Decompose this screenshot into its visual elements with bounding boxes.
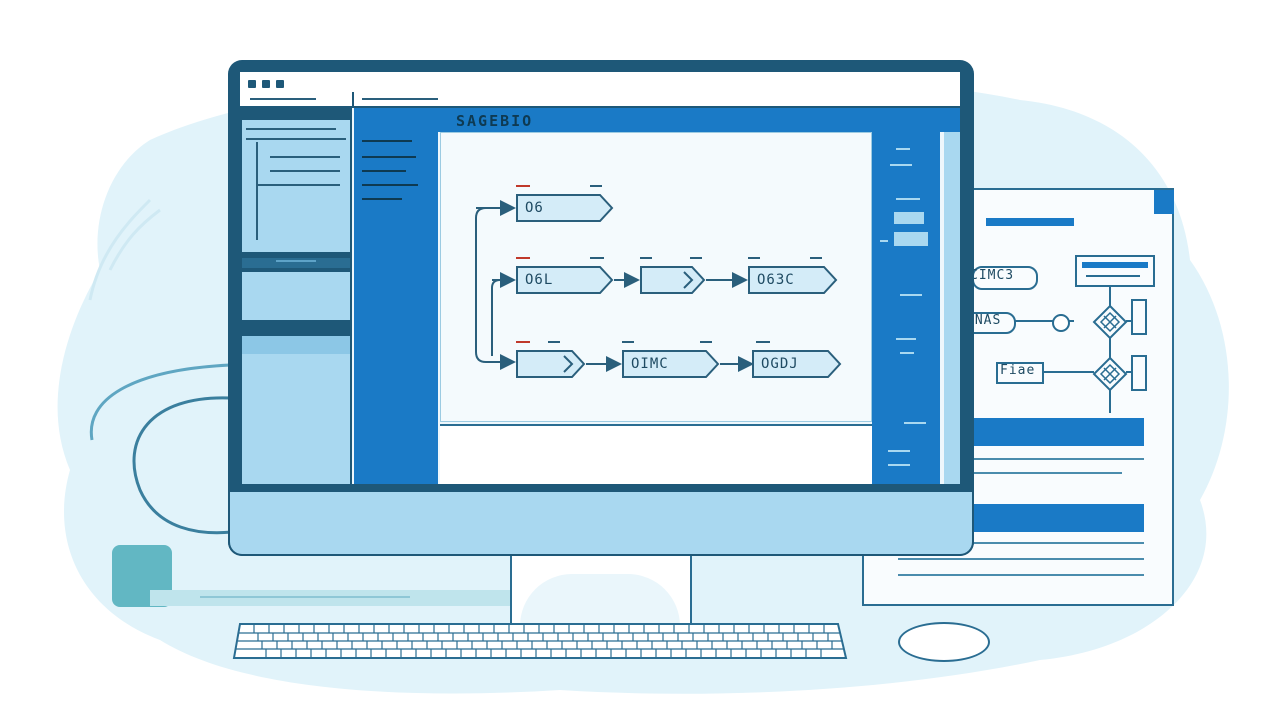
file-tree-middle (242, 272, 350, 320)
title-bar (240, 72, 960, 108)
app-title: SAGEBIO (456, 112, 534, 130)
tree-line (270, 184, 340, 186)
document-text-line (898, 558, 1144, 560)
inspector-line (900, 352, 914, 354)
inspector-line (904, 422, 926, 424)
inspector-line (888, 464, 910, 466)
canvas-bottom-panel (440, 424, 872, 484)
monitor-stand-base (520, 574, 680, 626)
inspector-block (894, 232, 928, 246)
document-footer-band-1 (972, 418, 1144, 446)
document-text-line (972, 458, 1144, 460)
document-node (996, 362, 1044, 384)
document-text-line (972, 542, 1144, 544)
inspector-line (900, 294, 922, 296)
file-tree-bottom-header (242, 336, 350, 354)
inspector-block (894, 212, 924, 224)
monitor-chin (228, 492, 974, 556)
properties-line (362, 170, 406, 172)
workflow-node-label: O6 (525, 200, 544, 216)
app-header-title-box (440, 108, 960, 132)
workflow-node[interactable]: O6 (516, 194, 614, 222)
tree-line (276, 260, 316, 262)
tree-line (246, 138, 346, 140)
diamond-icon (1092, 304, 1128, 340)
inspector-line (896, 198, 920, 200)
properties-line (362, 140, 412, 142)
tree-line (270, 156, 340, 158)
tree-connector (256, 142, 258, 240)
inspector-line (890, 164, 912, 166)
document-text-line (972, 472, 1122, 474)
address-line (362, 98, 438, 100)
inspector-pane[interactable] (872, 132, 940, 484)
workflow-node[interactable]: O6L (516, 266, 614, 294)
title-divider (352, 92, 354, 108)
address-line (250, 98, 316, 100)
workflow-node-label: OGDJ (761, 356, 799, 372)
workflow-node[interactable]: O63C (748, 266, 838, 294)
desk-strip (150, 590, 510, 606)
keyboard[interactable] (230, 622, 850, 662)
inspector-line (888, 450, 910, 452)
workflow-node-label: O63C (757, 272, 795, 288)
diamond-icon (1092, 356, 1128, 392)
document-node-label: ONAS (966, 313, 1002, 328)
file-tree-bottom (242, 336, 350, 484)
document-node (972, 266, 1038, 290)
workflow-node[interactable]: OIMC (622, 350, 720, 378)
inspector-scroll[interactable] (944, 132, 960, 484)
inspector-line (880, 240, 888, 242)
file-tree-top (242, 120, 350, 252)
workflow-node-label: O6L (525, 272, 554, 288)
tree-line (270, 170, 340, 172)
inspector-line (896, 338, 916, 340)
document-heading-bar (986, 218, 1074, 226)
desk-strip-line (200, 596, 410, 598)
tree-line (246, 128, 336, 130)
window-dots-icon[interactable] (248, 80, 290, 90)
document-node-label: Fiae (1000, 363, 1036, 378)
document-text-line (898, 574, 1144, 576)
pane-gap (242, 258, 350, 268)
document-node-label: CIMC3 (970, 268, 1015, 283)
mouse[interactable] (898, 622, 990, 662)
workflow-node-label: OIMC (631, 356, 669, 372)
properties-line (362, 156, 416, 158)
workflow-node[interactable] (516, 350, 586, 378)
circle-connector-icon (1052, 314, 1070, 332)
tree-branch (256, 184, 270, 186)
workflow-node-label (640, 266, 649, 294)
properties-line (362, 198, 402, 200)
workflow-node[interactable]: OGDJ (752, 350, 842, 378)
document-corner-tab (1154, 190, 1174, 214)
workflow-node[interactable] (640, 266, 706, 294)
properties-line (362, 184, 418, 186)
document-footer-band-2 (972, 504, 1144, 532)
inspector-line (896, 148, 910, 150)
workflow-node-label (516, 350, 525, 378)
